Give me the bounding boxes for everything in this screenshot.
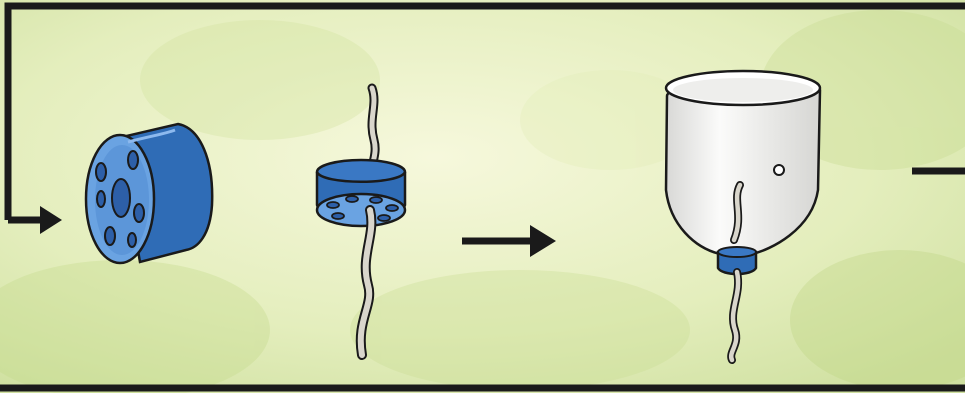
- blue-cap-with-holes: [86, 124, 212, 263]
